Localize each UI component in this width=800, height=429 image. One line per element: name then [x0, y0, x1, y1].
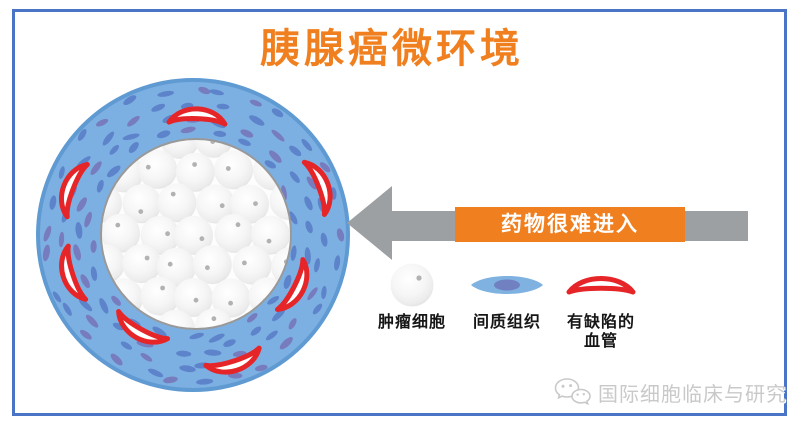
legend-label-defective-vessel: 有缺陷的 血管 — [566, 314, 635, 350]
tumor-core-outline — [100, 138, 292, 330]
legend-label-tumor-cell: 肿瘤细胞 — [377, 314, 446, 331]
legend-item-stroma-tissue: 间质组织 — [457, 260, 557, 332]
legend-label-stroma-tissue: 间质组织 — [472, 314, 541, 331]
tumor-cell-icon — [362, 260, 462, 310]
defective-vessel-icon — [551, 260, 651, 310]
watermark: 国际细胞临床与研究 — [554, 376, 787, 408]
drug-barrier-label: 药物很难进入 — [455, 207, 685, 242]
stroma-tissue-icon — [457, 260, 557, 310]
watermark-text: 国际细胞临床与研究 — [598, 383, 787, 406]
defective-vessels — [59, 106, 333, 375]
legend-item-tumor-cell: 肿瘤细胞 — [362, 260, 462, 332]
page-title: 胰腺癌微环境 — [260, 27, 524, 71]
legend-item-defective-vessel: 有缺陷的 血管 — [551, 260, 651, 351]
wechat-icon — [554, 378, 591, 406]
